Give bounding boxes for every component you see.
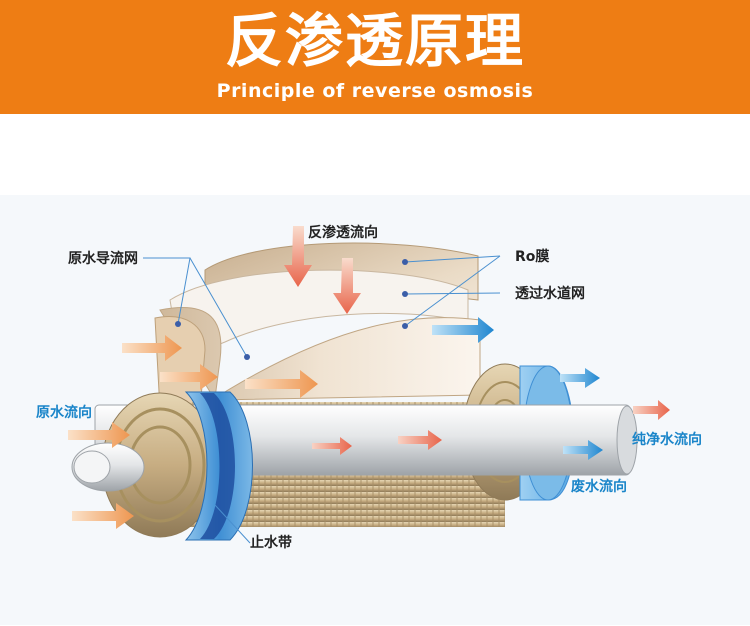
tube-flow-arrows bbox=[312, 400, 670, 455]
left-tube-opening bbox=[73, 450, 111, 484]
label-raw-water-flow: 原水流向 bbox=[36, 405, 92, 421]
blue-arrow bbox=[432, 317, 494, 343]
seal-band bbox=[184, 391, 253, 541]
page-title: 反渗透原理 bbox=[224, 7, 525, 75]
red-down-arrow bbox=[284, 226, 312, 287]
seal-band-stripe bbox=[200, 393, 235, 539]
orange-arrow bbox=[245, 370, 318, 398]
tube-outlet bbox=[616, 405, 638, 475]
red-down-arrow bbox=[333, 258, 361, 314]
orange-arrow bbox=[72, 503, 134, 529]
leader-lines bbox=[143, 255, 501, 544]
label-seal-band: 止水带 bbox=[250, 535, 292, 551]
leader-dots bbox=[175, 259, 408, 360]
header-banner: 反渗透原理 Principle of reverse osmosis bbox=[0, 0, 750, 114]
label-ro-membrane: Ro膜 bbox=[515, 249, 550, 265]
label-waste-water-flow: 废水流向 bbox=[571, 479, 627, 495]
label-raw-water-net: 原水导流网 bbox=[68, 251, 138, 267]
red-arrow bbox=[398, 430, 442, 450]
blue-flow-arrows bbox=[432, 317, 603, 460]
membrane-sheet-front bbox=[159, 306, 481, 401]
label-pure-water-flow: 纯净水流向 bbox=[632, 432, 702, 448]
label-ro-flow: 反渗透流向 bbox=[308, 225, 378, 241]
orange-arrow bbox=[122, 335, 182, 361]
permeate-sheet bbox=[169, 269, 469, 361]
label-permeate-net: 透过水道网 bbox=[515, 286, 585, 302]
red-arrow bbox=[633, 400, 670, 420]
orange-arrow bbox=[160, 364, 218, 390]
page-subtitle: Principle of reverse osmosis bbox=[216, 80, 534, 102]
red-arrow bbox=[312, 437, 352, 455]
ro-diagram bbox=[0, 195, 750, 625]
blue-arrow bbox=[560, 368, 600, 388]
orange-arrow bbox=[68, 422, 130, 448]
ro-flow-arrows bbox=[284, 226, 361, 314]
blue-arrow bbox=[563, 440, 603, 460]
raw-water-arrows bbox=[68, 335, 318, 529]
